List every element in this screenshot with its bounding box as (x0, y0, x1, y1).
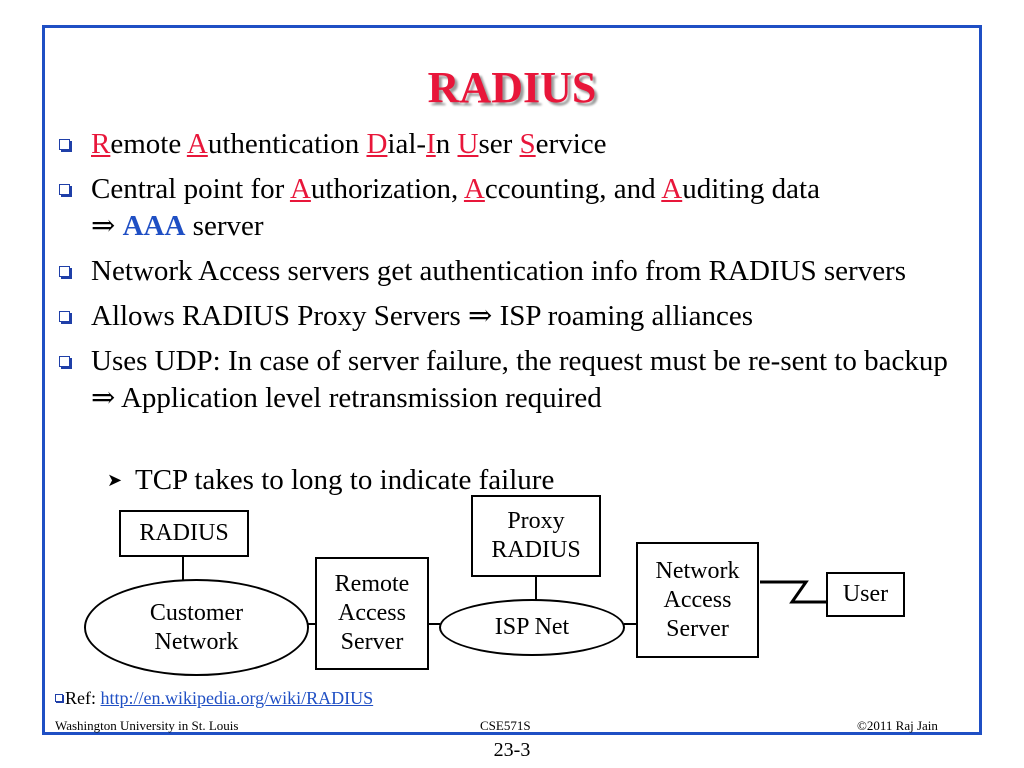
bullet-text: uthentication (207, 128, 367, 160)
bullet-text: n (435, 128, 458, 160)
customer-network-label-line: Customer (149, 599, 244, 626)
acronym-letter: R (91, 128, 111, 160)
footer-institution: Washington University in St. Louis (55, 718, 239, 733)
square-bullet-icon (59, 311, 70, 322)
bullet-item: Uses UDP: In case of server failure, the… (55, 343, 975, 417)
square-bullet-icon (59, 139, 70, 150)
nas-to-user-dialup-line (760, 580, 830, 604)
acronym-letter: A (186, 128, 208, 160)
square-bullet-icon (59, 356, 70, 367)
bullet-item: Central point for Authorization, Account… (55, 171, 975, 245)
bullet-text: Uses UDP: In case of server failure, the… (91, 345, 948, 377)
remote-access-server-box: Remote Access Server (315, 557, 429, 670)
acronym-letter: A (289, 173, 311, 205)
proxy-radius-box: Proxy RADIUS (471, 495, 601, 577)
bullet-text: uditing data (682, 173, 820, 205)
aaa-term: AAA (122, 210, 186, 242)
bullet-item: Remote Authentication Dial-In User Servi… (55, 126, 975, 163)
sub-bullet-item: ➤ TCP takes to long to indicate failure (107, 462, 554, 499)
square-bullet-icon (55, 694, 63, 702)
network-access-server-label-line: Access (663, 586, 732, 613)
bullet-text: ser (478, 128, 520, 160)
bullet-text: ervice (535, 128, 607, 160)
page-number: 23-3 (493, 739, 531, 761)
square-bullet-icon (59, 266, 70, 277)
network-access-server-label-line: Network (655, 557, 740, 584)
bullet-text: Application level retransmission require… (115, 382, 602, 414)
sub-bullet-text: TCP takes to long to indicate failure (135, 464, 555, 496)
implies-arrow-icon: ⇒ (91, 382, 116, 414)
remote-access-server-label-line: Server (340, 629, 404, 655)
bullet-text: ccounting, and (484, 173, 662, 205)
customer-network-label-line: Network (154, 628, 239, 655)
bullet-text: Allows RADIUS Proxy Servers (91, 300, 468, 332)
reference-line: Ref: http://en.wikipedia.org/wiki/RADIUS (55, 688, 373, 709)
bullet-text: ISP roaming alliances (492, 300, 753, 332)
reference-link[interactable]: http://en.wikipedia.org/wiki/RADIUS (100, 688, 374, 708)
bullet-text: Network Access servers get authenticatio… (91, 255, 907, 287)
footer-course: CSE571S (480, 718, 531, 733)
remote-access-server-label-line: Access (338, 600, 406, 626)
implies-arrow-icon: ⇒ (468, 300, 493, 332)
network-access-server-box: Network Access Server (636, 542, 759, 658)
bullet-item: Network Access servers get authenticatio… (55, 253, 975, 290)
bullet-item: Allows RADIUS Proxy Servers ⇒ ISP roamin… (55, 298, 975, 335)
slide-border (42, 25, 982, 735)
acronym-letter: A (463, 173, 485, 205)
radius-server-label: RADIUS (139, 520, 229, 546)
acronym-letter: U (457, 128, 479, 160)
user-label: User (842, 581, 889, 607)
isp-net-label: ISP Net (494, 614, 570, 640)
radius-server-box: RADIUS (119, 510, 249, 557)
network-access-server-label-line: Server (666, 615, 729, 642)
footer-copyright: ©2011 Raj Jain (857, 718, 938, 733)
arrowhead-bullet-icon: ➤ (107, 470, 123, 490)
implies-arrow-icon: ⇒ (91, 210, 116, 242)
user-box: User (826, 572, 905, 617)
slide-title: RADIUS (427, 63, 597, 112)
square-bullet-icon (59, 184, 70, 195)
proxy-radius-label-line: Proxy (507, 508, 565, 534)
acronym-letter: D (366, 128, 388, 160)
acronym-letter: A (661, 173, 683, 205)
bullet-text: uthorization, (310, 173, 464, 205)
customer-network-ellipse: Customer Network (84, 579, 309, 676)
bullet-text: ial- (387, 128, 427, 160)
bullet-list: Remote Authentication Dial-In User Servi… (55, 126, 975, 425)
acronym-letter: I (426, 128, 436, 160)
bullet-text: emote (110, 128, 187, 160)
proxy-radius-label-line: RADIUS (491, 537, 581, 563)
reference-label: Ref: (65, 688, 101, 708)
bullet-text: Central point for (91, 173, 290, 205)
isp-net-ellipse: ISP Net (439, 599, 625, 656)
bullet-text: server (185, 210, 264, 242)
remote-access-server-label-line: Remote (334, 571, 410, 597)
acronym-letter: S (519, 128, 536, 160)
